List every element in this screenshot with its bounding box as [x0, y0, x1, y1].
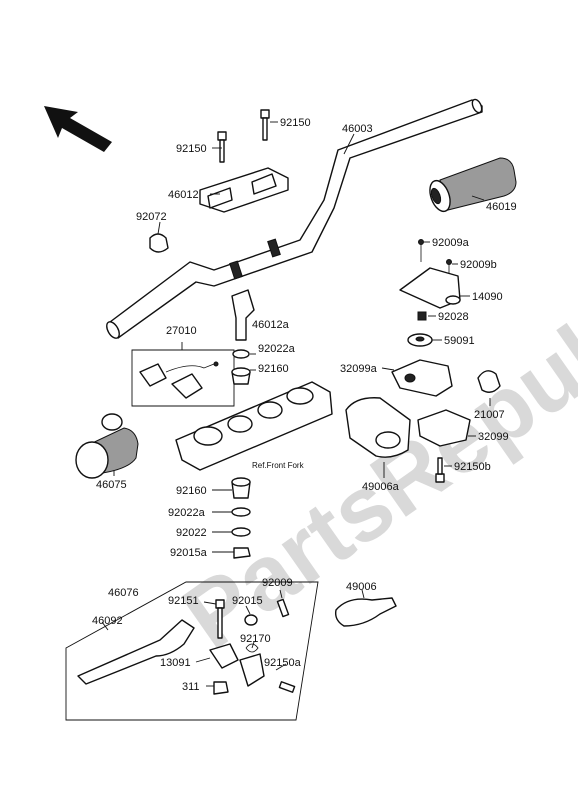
label-92160-top: 92160: [258, 363, 289, 375]
label-46012: 46012: [168, 189, 199, 201]
throttle-housing-32099: [417, 409, 471, 447]
label-49006a: 49006a: [362, 481, 400, 493]
label-311: 311: [182, 681, 200, 693]
bolt-92150a: [278, 681, 296, 693]
label-13091: 13091: [160, 657, 191, 669]
screw-92009b: [446, 259, 452, 276]
bolt-92150b: [435, 457, 445, 483]
clip-92072: [149, 233, 169, 253]
bolt-92150-right: [260, 109, 270, 141]
bush-92160-bottom: [231, 477, 251, 499]
throttle-housing-32099a: [391, 359, 453, 397]
ref-front-fork: Ref.Front Fork: [252, 461, 305, 470]
label-59091: 59091: [444, 335, 475, 347]
label-92009: 92009: [262, 577, 293, 589]
bolt-92009: [276, 598, 290, 618]
label-46012a: 46012a: [252, 319, 290, 331]
label-92150a: 92150a: [264, 657, 302, 669]
label-21007: 21007: [474, 409, 505, 421]
lever-assembly-46076: [65, 581, 319, 721]
label-92009b: 92009b: [460, 259, 497, 271]
label-92022: 92022: [176, 527, 207, 539]
label-32099: 32099: [478, 431, 509, 443]
label-92015: 92015: [232, 595, 263, 607]
label-46003: 46003: [342, 123, 373, 135]
label-92015a: 92015a: [170, 547, 208, 559]
label-92072: 92072: [136, 211, 167, 223]
label-32099a: 32099a: [340, 363, 378, 375]
washer-92022a-top: [232, 349, 250, 359]
nut-92015: [244, 614, 258, 626]
bush-92028: [417, 311, 427, 321]
switch-assembly-27010: [131, 342, 235, 407]
throttle-cover-14090: [399, 267, 461, 309]
direction-arrow-icon: [44, 106, 112, 152]
label-92150-a: 92150: [176, 143, 207, 155]
riser-46012a: [231, 289, 255, 341]
label-46075: 46075: [96, 479, 127, 491]
label-46076: 46076: [108, 587, 139, 599]
label-92151: 92151: [168, 595, 199, 607]
label-92028: 92028: [438, 311, 469, 323]
cable-cover-49006: [334, 597, 397, 627]
label-27010: 27010: [166, 325, 197, 337]
label-14090: 14090: [472, 291, 503, 303]
handlebar: [106, 98, 483, 339]
lever-housing-49006a: [345, 397, 411, 458]
washer-92022: [231, 527, 251, 537]
label-92022a-bottom: 92022a: [168, 507, 206, 519]
leader-lines: [101, 121, 491, 687]
throttle-grip: [429, 157, 517, 213]
nut-92015a: [233, 547, 251, 559]
screw-92009a: [418, 239, 424, 262]
nut-311: [213, 681, 229, 695]
triple-clamp: [175, 381, 333, 471]
clamp-21007: [477, 370, 501, 393]
washer-92022a-bottom: [231, 507, 251, 517]
bolt-92150-left: [217, 131, 227, 163]
label-49006: 49006: [346, 581, 377, 593]
pulley-59091: [407, 333, 433, 347]
spring-92170: [245, 643, 259, 653]
handlebar-upper-clamp: [199, 167, 289, 213]
bush-92160-top: [231, 367, 251, 385]
label-92150-b: 92150: [280, 117, 311, 129]
label-92170: 92170: [240, 633, 271, 645]
left-grip: [75, 413, 139, 479]
part-labels: 92150 92150 46003 46012 92072 46019 9200…: [92, 117, 517, 693]
label-92009a: 92009a: [432, 237, 470, 249]
lever-holder-13091: [209, 643, 265, 687]
label-92160-bottom: 92160: [176, 485, 207, 497]
label-46092: 46092: [92, 615, 123, 627]
label-92022a-top: 92022a: [258, 343, 296, 355]
label-92150b: 92150b: [454, 461, 491, 473]
label-46019: 46019: [486, 201, 517, 213]
